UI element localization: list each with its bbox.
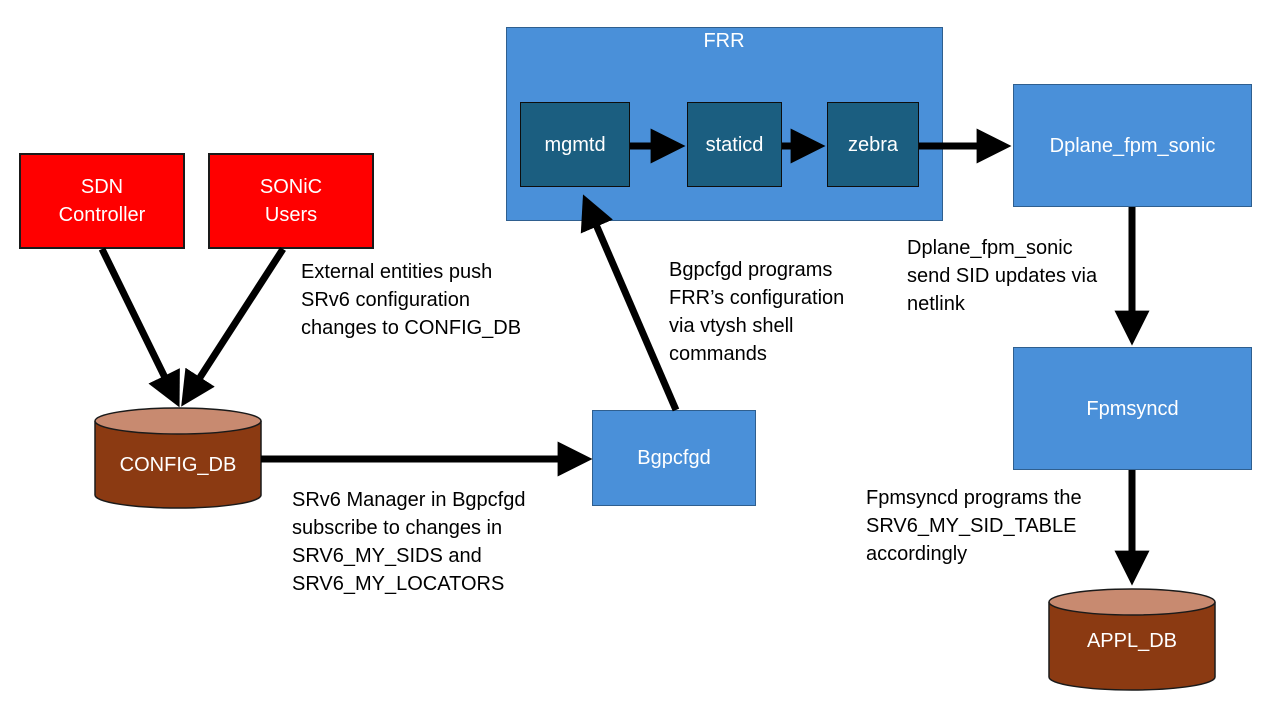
appl-db-cylinder[interactable] [1048,588,1216,691]
appl-db-label: APPL_DB [1086,630,1178,652]
note-bgpcfgd-programs: Bgpcfgd programs FRR’s configuration via… [669,259,845,365]
arrow-bgpcfgd-to-mgmtd [580,194,680,412]
zebra-label: zebra [847,133,899,156]
dplane-fpm-sonic-label: Dplane_fpm_sonic [1049,134,1216,157]
note-external-entities: External entities push SRv6 configuratio… [301,261,522,339]
bgpcfgd-node[interactable]: Bgpcfgd [592,410,756,506]
fpmsyncd-node[interactable]: Fpmsyncd [1013,347,1252,470]
staticd-label: staticd [705,133,764,156]
note-fpmsyncd-programs: Fpmsyncd programs the SRV6_MY_SID_TABLE … [866,487,1082,565]
dplane-fpm-sonic-node[interactable]: Dplane_fpm_sonic [1013,84,1252,207]
staticd-node[interactable]: staticd [687,102,782,187]
fpmsyncd-label: Fpmsyncd [1086,397,1179,420]
frr-title: FRR [703,30,745,52]
config-db-cylinder[interactable] [94,407,262,509]
arrow-sdn-to-config-db [98,247,180,408]
mgmtd-label: mgmtd [544,133,606,156]
sdn-controller-node[interactable]: SDN Controller [19,153,185,249]
config-db-label: CONFIG_DB [119,454,237,476]
arrow-sonic-users-to-config-db [181,247,286,407]
sonic-users-label: SONiC Users [259,176,323,226]
sonic-users-node[interactable]: SONiC Users [208,153,374,249]
note-dplane-send: Dplane_fpm_sonic send SID updates via ne… [907,237,1098,315]
mgmtd-node[interactable]: mgmtd [520,102,630,187]
zebra-node[interactable]: zebra [827,102,919,187]
sdn-controller-label: SDN Controller [58,176,146,226]
note-srv6-manager: SRv6 Manager in Bgpcfgd subscribe to cha… [292,489,526,595]
bgpcfgd-label: Bgpcfgd [637,447,711,469]
